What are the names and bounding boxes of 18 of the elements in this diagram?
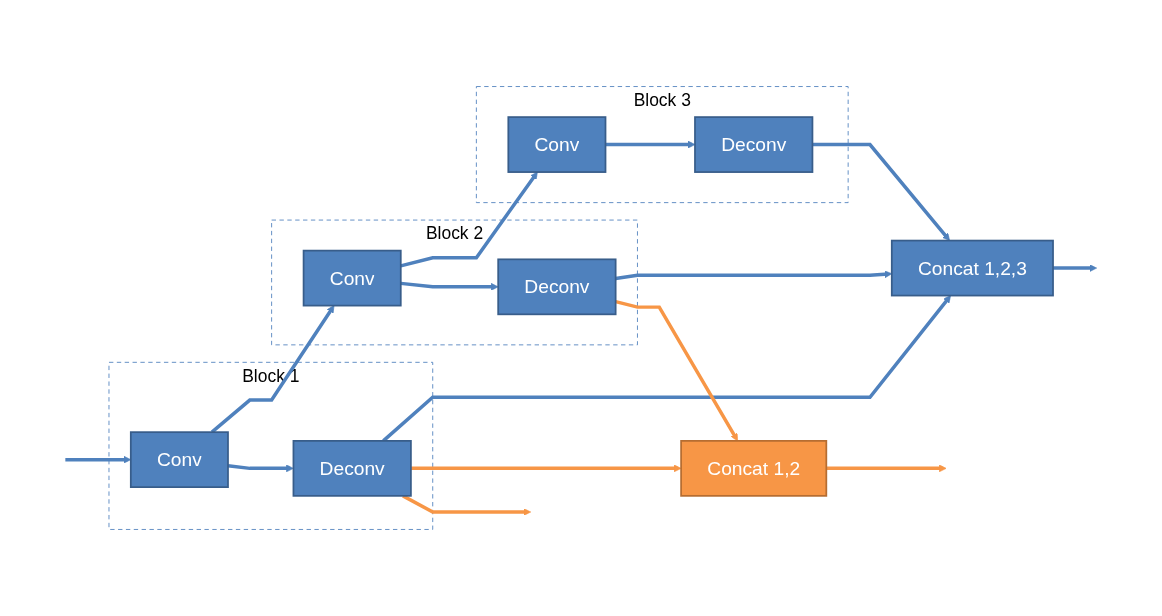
node-box: Conv	[129, 431, 229, 488]
node-box: Concat 1,2	[680, 440, 828, 497]
arrow	[1053, 264, 1097, 272]
arrow	[400, 171, 538, 268]
node-box: Deconv	[497, 258, 617, 316]
arrow	[410, 464, 682, 473]
arrow	[210, 305, 335, 434]
arrow	[812, 142, 950, 241]
node-box: Concat 1,2,3	[890, 239, 1054, 297]
node-box: Conv	[507, 116, 607, 173]
arrow	[400, 281, 499, 291]
node-box: Conv	[302, 249, 402, 307]
arrow	[826, 464, 947, 473]
node-box: Deconv	[292, 440, 412, 497]
arrow	[402, 494, 532, 516]
node-box: Deconv	[694, 116, 814, 173]
arrow	[615, 299, 738, 442]
arrow	[227, 463, 294, 473]
